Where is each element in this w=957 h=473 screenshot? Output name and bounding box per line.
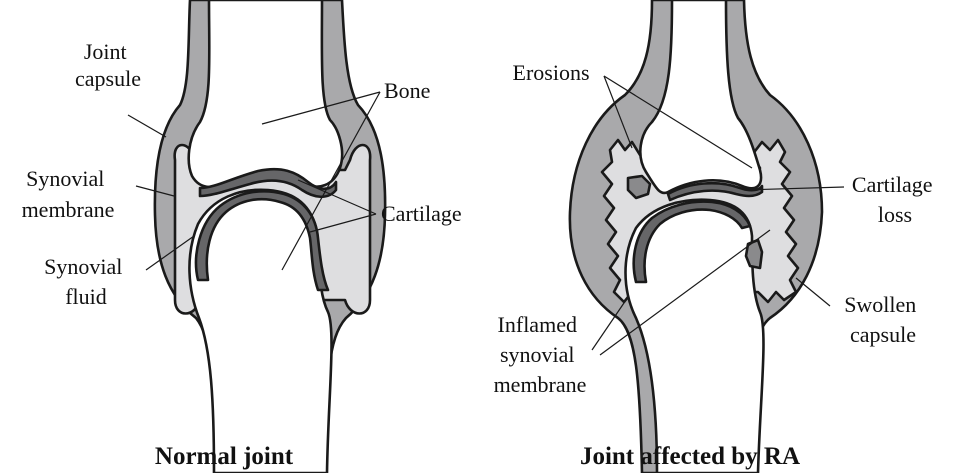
title-normal-joint-text: Normal joint: [155, 443, 294, 470]
label-inflamed-line-3: membrane: [494, 372, 587, 397]
label-joint-capsule-line-1: Joint: [84, 39, 127, 64]
leader-swollen-capsule: [796, 278, 830, 306]
label-cartilage-text: Cartilage: [381, 201, 462, 226]
label-joint-capsule-line-2: capsule: [75, 66, 141, 91]
label-joint-capsule: Joint capsule: [75, 39, 141, 91]
label-cartilage: Cartilage: [381, 201, 462, 226]
title-normal-joint: Normal joint: [155, 443, 294, 470]
label-inflamed-line-2: synovial: [500, 342, 575, 367]
label-bone-text: Bone: [384, 78, 430, 103]
label-swollen-capsule: Swollen capsule: [844, 292, 922, 347]
ra-erosion-left-shape: [628, 176, 650, 198]
label-cartilage-loss-line-1: Cartilage: [852, 172, 933, 197]
label-cartilage-loss-line-2: loss: [878, 202, 912, 227]
label-bone: Bone: [384, 78, 430, 103]
label-synovial-fluid-line-1: Synovial: [44, 254, 122, 279]
label-erosions-text: Erosions: [513, 60, 590, 85]
title-ra-joint-text: Joint affected by RA: [580, 443, 800, 470]
normal-joint-illustration: [155, 0, 385, 473]
label-inflamed-line-1: Inflamed: [498, 312, 577, 337]
label-synovial-fluid-line-2: fluid: [65, 284, 107, 309]
leader-joint-capsule: [128, 115, 166, 137]
label-cartilage-loss: Cartilage loss: [852, 172, 938, 227]
label-synovial-fluid: Synovial fluid: [44, 254, 128, 309]
label-synovial-membrane-line-2: membrane: [22, 197, 115, 222]
ra-erosion-right-shape: [746, 240, 762, 268]
label-swollen-capsule-line-1: Swollen: [844, 292, 916, 317]
title-ra-joint: Joint affected by RA: [580, 443, 800, 470]
label-synovial-membrane-line-1: Synovial: [26, 166, 104, 191]
ra-joint-illustration: [570, 0, 822, 473]
label-swollen-capsule-line-2: capsule: [850, 322, 916, 347]
label-erosions: Erosions: [513, 60, 590, 85]
label-synovial-membrane: Synovial membrane: [22, 166, 115, 222]
normal-upper-bone-shape: [189, 0, 342, 187]
label-inflamed-synovial-membrane: Inflamed synovial membrane: [494, 312, 587, 397]
